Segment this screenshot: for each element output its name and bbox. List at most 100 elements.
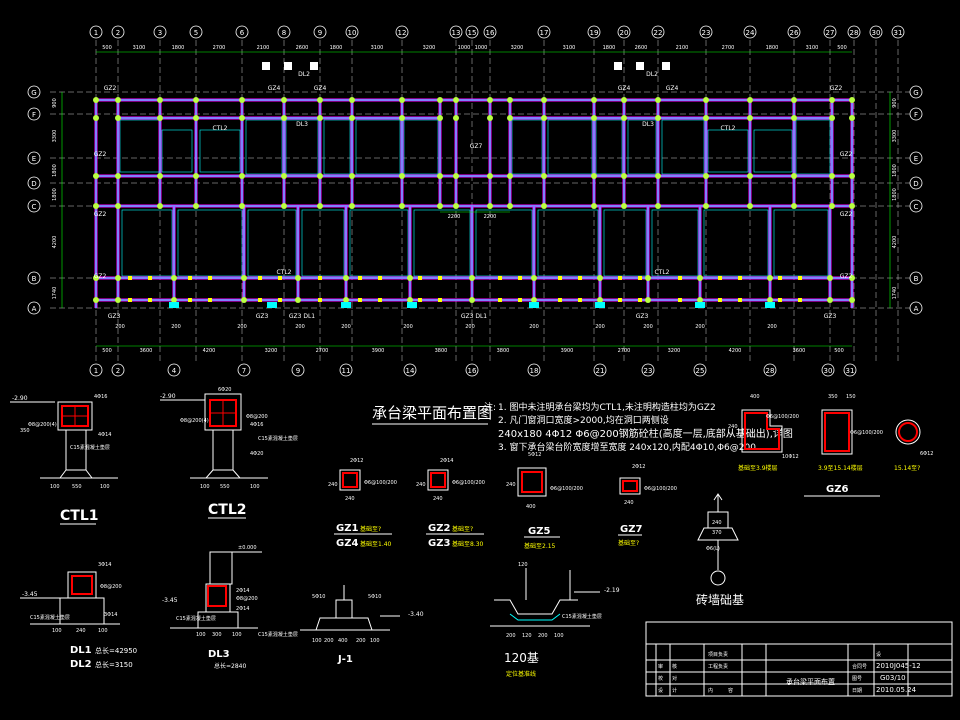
window-detail-marker [614, 62, 622, 70]
column-node [621, 115, 627, 121]
column-node [343, 275, 349, 281]
column-node [469, 275, 475, 281]
axis-label-bottom: 16 [468, 367, 477, 375]
column-node [507, 203, 513, 209]
svg-text:Φ8@200(4): Φ8@200(4) [180, 418, 209, 424]
axis-label-left: D [31, 180, 36, 188]
ctl-beam-label: CTL2 [654, 269, 669, 276]
column-node [93, 97, 99, 103]
column-node [453, 97, 459, 103]
svg-text:200: 200 [356, 638, 366, 644]
svg-text:4Φ16: 4Φ16 [250, 422, 263, 428]
axis-label-top: 19 [590, 29, 599, 37]
column-node [655, 97, 661, 103]
column-node [655, 115, 661, 121]
axis-bubble-bottom [237, 363, 251, 377]
axis-label-top: 13 [452, 29, 461, 37]
gz-column-label: GZ3 DL1 [289, 313, 315, 320]
axis-bubble-top [277, 25, 291, 39]
dim-bottom-value: 3600 [793, 348, 806, 354]
dim-top-value: 2600 [296, 45, 309, 51]
brick-wall-label: 砖墙础基 [696, 592, 744, 607]
column-node [591, 173, 597, 179]
axis-bubble-left [27, 151, 41, 165]
column-node [437, 203, 443, 209]
svg-text:C15素混凝土垫层: C15素混凝土垫层 [176, 615, 216, 622]
column-node [193, 203, 199, 209]
room-outline [475, 209, 533, 277]
column-node [531, 275, 537, 281]
svg-text:日期: 日期 [852, 688, 862, 694]
column-square [208, 276, 212, 280]
gz-column-label: GZ2 [840, 151, 853, 158]
gz-column-label: GZ2 [94, 273, 107, 280]
axis-bubble-bottom [693, 363, 707, 377]
svg-text:-2.90: -2.90 [12, 395, 28, 402]
column-node [171, 275, 177, 281]
axis-label-bottom: 31 [846, 367, 855, 375]
detail-gz6: 400 240 Φ6@100/200 10Φ12 350 150 Φ6@100/… [728, 394, 933, 497]
axis-label-top: 17 [540, 29, 549, 37]
axis-bubble-top [537, 25, 551, 39]
svg-text:Φ8@200: Φ8@200 [100, 584, 122, 590]
dim-left-value: 900 [52, 98, 58, 108]
axis-bubble-left [27, 176, 41, 190]
detail-foundation-120: 120 -2.19 C15素混凝土垫层 200 120 200 100 120基… [490, 562, 620, 678]
column-node [171, 297, 177, 303]
column-node [157, 173, 163, 179]
column-square [128, 298, 132, 302]
axis-bubble-left [27, 85, 41, 99]
svg-text:C15素混凝土垫层: C15素混凝土垫层 [258, 631, 298, 638]
svg-text:Φ6@100/200: Φ6@100/200 [850, 430, 883, 436]
svg-text:基础至?: 基础至? [452, 525, 473, 533]
axis-bubble-right [909, 151, 923, 165]
column-node [487, 97, 493, 103]
column-square [318, 298, 322, 302]
bottom-column-size: 200 [295, 324, 305, 330]
axis-label-right: F [914, 111, 918, 119]
column-square [558, 298, 562, 302]
contract-number: 2010J045-12 [876, 662, 921, 670]
svg-text:240: 240 [416, 482, 426, 488]
bottom-column-size: 200 [341, 324, 351, 330]
axis-label-top: 24 [746, 29, 755, 37]
column-node [399, 115, 405, 121]
column-node [295, 297, 301, 303]
dim-top-value: 3100 [806, 45, 819, 51]
axis-bubble-right [909, 176, 923, 190]
svg-text:120: 120 [518, 562, 528, 568]
axis-label-right: B [914, 275, 919, 283]
column-node [349, 203, 355, 209]
column-node [239, 115, 245, 121]
dim-top-value: 1800 [330, 45, 343, 51]
svg-text:±0.000: ±0.000 [238, 545, 257, 551]
svg-text:审: 审 [658, 663, 663, 670]
dim-top-value: 2100 [676, 45, 689, 51]
column-node [747, 97, 753, 103]
axis-label-top: 22 [654, 29, 663, 37]
svg-text:Φ6@100/200: Φ6@100/200 [452, 480, 485, 486]
dim-bottom-value: 3600 [140, 348, 153, 354]
axis-label-right: E [914, 155, 918, 163]
axis-label-bottom: 2 [116, 367, 120, 375]
svg-text:-3.45: -3.45 [162, 597, 178, 604]
svg-text:240: 240 [345, 496, 355, 502]
svg-text:400: 400 [750, 394, 760, 400]
dim-right-value: 900 [892, 98, 898, 108]
column-node [193, 115, 199, 121]
svg-text:5Φ10: 5Φ10 [368, 594, 381, 600]
axis-bubble-right [909, 107, 923, 121]
column-square [258, 298, 262, 302]
svg-text:4Φ14: 4Φ14 [98, 432, 111, 438]
detail-ctl1: -2.90 4Φ16 4Φ14 Φ8@200(4) C15素混凝土垫层 350 … [10, 394, 118, 525]
svg-text:240: 240 [328, 482, 338, 488]
column-node [849, 297, 855, 303]
axis-label-top: 1 [94, 29, 98, 37]
column-node [93, 173, 99, 179]
axis-label-top: 23 [702, 29, 711, 37]
column-node [645, 275, 651, 281]
gz-column-label: GZ3 DL1 [461, 313, 487, 320]
column-square [438, 298, 442, 302]
axis-bubble-top [111, 25, 125, 39]
